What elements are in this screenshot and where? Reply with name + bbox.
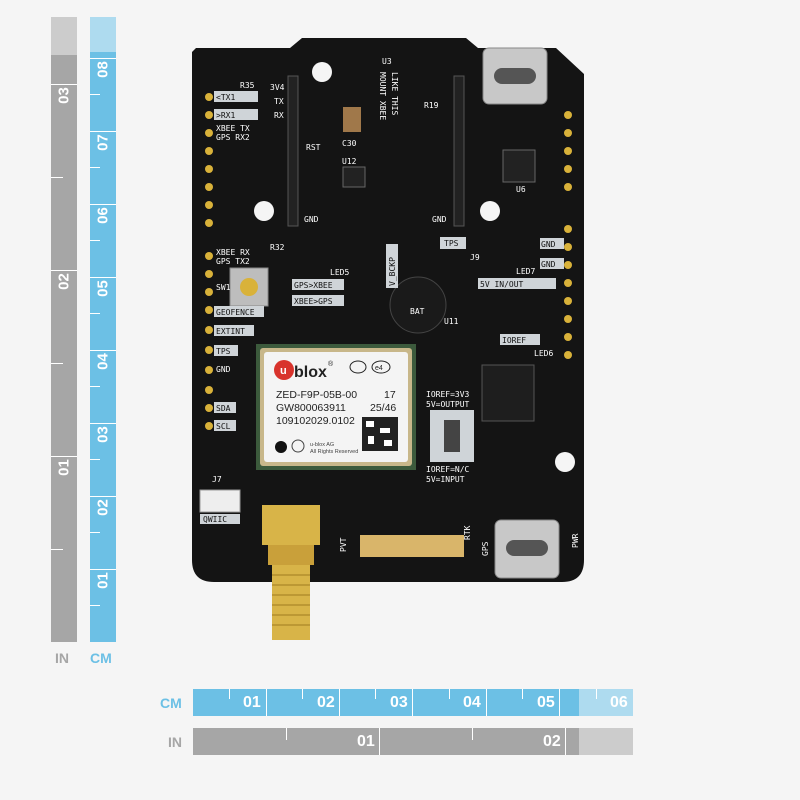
silkscreen-label: C30 xyxy=(342,139,357,148)
regulator xyxy=(481,364,535,422)
silkscreen-label: 25/46 xyxy=(370,402,396,414)
silkscreen-label: LED5 xyxy=(330,268,349,277)
vertical-cm-ruler: 01 02 03 04 05 06 07 08 xyxy=(90,17,116,642)
silkscreen-label: R35 xyxy=(240,81,255,90)
silkscreen-label: MOUNT XBEE xyxy=(378,72,387,120)
silkscreen-label: XBEE TX xyxy=(216,124,250,133)
module-brand: blox xyxy=(294,364,327,381)
ublox-zed-f9p-module: u blox ® e4 ZED-F9P-05B-00 GW800063911 1… xyxy=(256,344,416,470)
silkscreen-label: TPS xyxy=(216,347,231,356)
mounting-hole xyxy=(480,201,500,221)
silkscreen-label: 5V=OUTPUT xyxy=(426,400,470,409)
silkscreen-label: 17 xyxy=(384,389,396,401)
mounting-hole xyxy=(254,201,274,221)
ruler-label: 01 xyxy=(357,733,375,750)
silkscreen-label: SCL xyxy=(216,422,231,431)
silkscreen-label: SDA xyxy=(216,404,231,413)
silkscreen-label: LIKE THIS xyxy=(390,72,399,116)
horizontal-inch-ruler: 01 02 xyxy=(193,728,633,755)
silkscreen-label: LED6 xyxy=(534,349,553,358)
module-lot: GW800063911 xyxy=(276,402,346,414)
ruler-unit-cm: CM xyxy=(160,695,182,711)
silkscreen-label: EXTINT xyxy=(216,327,245,336)
ublox-logo xyxy=(274,360,294,380)
silkscreen-label: GND xyxy=(304,215,319,224)
sma-antenna-connector xyxy=(262,505,320,640)
silkscreen-label: <TX1 xyxy=(216,93,235,102)
silkscreen-label: GEOFENCE xyxy=(216,308,255,317)
rohs-mark: e4 xyxy=(375,365,383,372)
silkscreen-label: TPS xyxy=(444,239,459,248)
silkscreen-label: GPS TX2 xyxy=(216,257,250,266)
ruler-label: 03 xyxy=(390,694,408,711)
silkscreen-label: J7 xyxy=(212,475,222,484)
silkscreen-label: RX xyxy=(274,111,284,120)
module-company: u-blox AG xyxy=(310,442,334,448)
module-serial: 109102029.0102 xyxy=(276,415,355,427)
silkscreen-label: QWIIC xyxy=(203,515,227,524)
ic-chip xyxy=(342,166,366,188)
silkscreen-label: 5V IN/OUT xyxy=(480,280,524,289)
xbee-header-left xyxy=(287,75,299,227)
silkscreen-label: IOREF=3V3 xyxy=(426,390,470,399)
horizontal-cm-ruler: 01 02 03 04 05 06 xyxy=(193,689,633,716)
silkscreen-labels: <TX1 >RX1 XBEE TX GPS RX2 XBEE RX GPS TX… xyxy=(200,57,580,556)
silkscreen-label: XBEE RX xyxy=(216,248,250,257)
silkscreen-label: XBEE>GPS xyxy=(294,297,333,306)
silkscreen-label: U11 xyxy=(444,317,459,326)
mounting-hole xyxy=(312,62,332,82)
silkscreen-label: GND xyxy=(216,365,231,374)
silkscreen-label: IOREF xyxy=(502,336,526,345)
silkscreen-label: V_BCKP xyxy=(388,257,397,286)
silkscreen-label: 5V=INPUT xyxy=(426,475,465,484)
silkscreen-label: R32 xyxy=(270,243,285,252)
mounting-hole xyxy=(555,452,575,472)
silkscreen-label: ® xyxy=(328,360,334,368)
ruler-label: 02 xyxy=(317,694,335,711)
silkscreen-label: GND xyxy=(541,240,556,249)
ruler-label: 06 xyxy=(610,694,628,711)
silkscreen-label: LED7 xyxy=(516,267,535,276)
silkscreen-label: U12 xyxy=(342,157,357,166)
silkscreen-label: SW1 xyxy=(216,283,231,292)
module-brand-prefix: u xyxy=(280,365,287,377)
silkscreen-label: RTK xyxy=(463,525,472,540)
backup-battery xyxy=(389,276,447,334)
bottom-connector xyxy=(360,535,464,557)
silkscreen-label: GPS>XBEE xyxy=(294,281,333,290)
silkscreen-label: BAT xyxy=(410,307,425,316)
silkscreen-label: U3 xyxy=(382,57,392,66)
xbee-header-right xyxy=(453,75,465,227)
silkscreen-label: R19 xyxy=(424,101,439,110)
silkscreen-label: RST xyxy=(306,143,321,152)
ic-chip xyxy=(502,149,536,183)
ruler-label: 02 xyxy=(543,733,561,750)
ruler-label: 01 xyxy=(243,694,261,711)
ruler-unit-cm: CM xyxy=(90,650,112,666)
ruler-label: 04 xyxy=(463,694,481,711)
capacitor xyxy=(343,107,361,132)
module-rights: All Rights Reserved xyxy=(310,449,358,455)
module-part: ZED-F9P-05B-00 xyxy=(276,389,357,401)
silkscreen-label: GND xyxy=(541,260,556,269)
ruler-label: 05 xyxy=(537,694,555,711)
vertical-inch-ruler: 01 02 03 xyxy=(51,17,77,642)
silkscreen-label: >RX1 xyxy=(216,111,235,120)
ruler-unit-in: IN xyxy=(55,650,69,666)
ruler-unit-in: IN xyxy=(168,734,182,750)
silkscreen-label: J9 xyxy=(470,253,480,262)
qwiic-connector xyxy=(199,489,241,513)
silkscreen-label: U6 xyxy=(516,185,526,194)
silkscreen-label: GPS xyxy=(481,541,490,556)
ruler-faded-segment xyxy=(51,17,77,55)
silkscreen-label: 3V4 xyxy=(270,83,285,92)
silkscreen-label: GND xyxy=(432,215,447,224)
silkscreen-label: TX xyxy=(274,97,284,106)
ruler-active-segment xyxy=(51,55,77,642)
silkscreen-label: GPS RX2 xyxy=(216,133,250,142)
silkscreen-label: IOREF=N/C xyxy=(426,465,470,474)
silkscreen-label: PVT xyxy=(339,537,348,552)
silkscreen-label: PWR xyxy=(571,533,580,548)
